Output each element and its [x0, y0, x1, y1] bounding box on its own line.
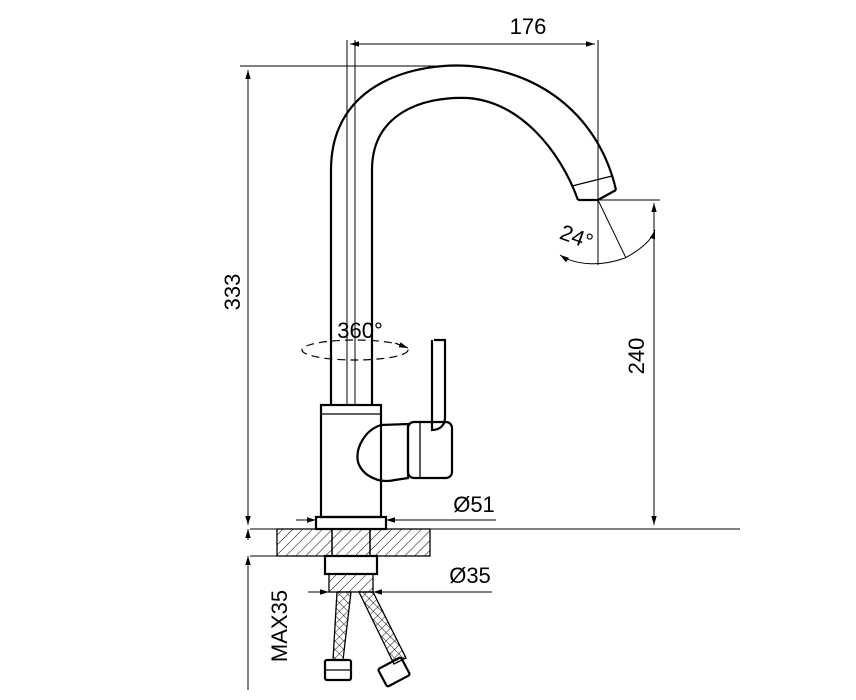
handle-lever: [430, 338, 447, 432]
base-ring: [314, 515, 388, 531]
hose-fitting-right: [377, 656, 411, 688]
total-height-label: 333: [220, 274, 245, 311]
flexible-hoses: [323, 591, 411, 688]
countertop-right: [369, 528, 431, 557]
spout-angle-label: 24°: [557, 220, 597, 255]
cartridge-housing: [356, 422, 410, 483]
shank-threads: [328, 573, 374, 593]
spout-reach-label: 176: [510, 14, 547, 39]
dimension-base-diameter: Ø51: [296, 492, 496, 523]
faucet-outline: [314, 40, 618, 531]
base-diameter-label: Ø51: [453, 492, 495, 517]
shank-through-hole: [331, 528, 371, 557]
dimension-spout-height: 240: [598, 199, 660, 525]
spout-tip: [578, 189, 617, 202]
spout-inner-curve: [370, 96, 580, 405]
rotation-indicator: 360°: [301, 318, 409, 361]
hose-left: [332, 591, 352, 661]
dimension-spout-angle: 24°: [557, 199, 656, 265]
spout-aerator-line: [571, 175, 613, 187]
lever-knob: [406, 420, 454, 480]
mounting-nut: [323, 554, 379, 576]
dimension-spout-reach: 176: [346, 14, 599, 200]
spout-height-label: 240: [624, 338, 649, 375]
dimension-shank-diameter: Ø35: [308, 563, 492, 595]
faucet-body: [319, 403, 383, 519]
dimension-max-counter: MAX35: [245, 529, 292, 690]
rotation-label: 360°: [337, 318, 383, 343]
rotation-ellipse: [301, 339, 409, 361]
dimension-total-height: 333: [220, 65, 470, 525]
hose-right: [357, 591, 407, 665]
countertop-left: [276, 528, 333, 557]
countertop-section: [250, 528, 740, 557]
mounting-assembly: [323, 554, 379, 593]
shank-diameter-label: Ø35: [449, 563, 491, 588]
max-counter-label: MAX35: [267, 590, 292, 662]
